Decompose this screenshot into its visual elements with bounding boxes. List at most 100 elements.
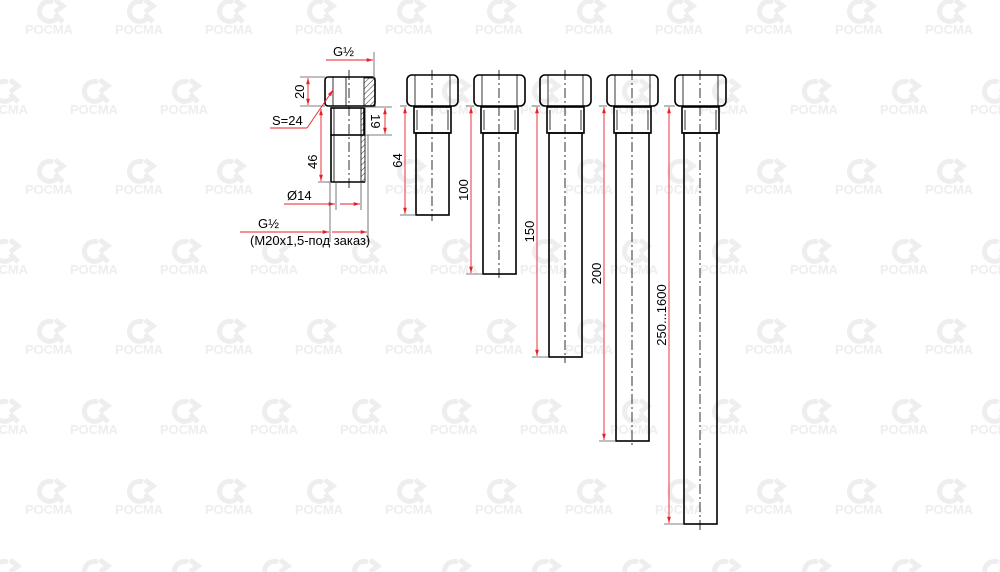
watermark-text: РОСМА	[25, 22, 74, 37]
tube-body	[683, 132, 718, 525]
watermark: РОСМА	[25, 158, 74, 197]
watermark: РОСМА	[0, 78, 29, 117]
union-nut	[539, 74, 592, 107]
watermark: РОСМА	[970, 238, 1000, 277]
watermark: РОСМА	[835, 158, 884, 197]
tube-length-label: 200	[589, 263, 604, 285]
union-nut	[406, 74, 459, 107]
watermark: РОСМА	[205, 478, 254, 517]
watermark: РОСМА	[520, 398, 569, 437]
tube-length-label: 150	[522, 221, 537, 243]
watermark-text: РОСМА	[70, 102, 119, 117]
watermark: РОСМА	[430, 398, 479, 437]
watermark: РОСМА	[970, 398, 1000, 437]
watermark: РОСМА	[385, 318, 434, 357]
watermark-text: РОСМА	[340, 262, 389, 277]
watermark-text: РОСМА	[70, 262, 119, 277]
watermark-text: РОСМА	[835, 22, 884, 37]
watermark: РОСМА	[700, 238, 749, 277]
watermark: РОСМА	[205, 318, 254, 357]
watermark: РОСМА	[835, 478, 884, 517]
watermark-text: РОСМА	[205, 182, 254, 197]
watermark-text: РОСМА	[205, 342, 254, 357]
watermark: РОСМА	[205, 158, 254, 197]
watermark: РОСМА	[880, 238, 929, 277]
watermark-text: РОСМА	[0, 102, 29, 117]
watermark: РОСМА	[172, 558, 203, 572]
tube-body	[415, 132, 450, 216]
watermark-text: РОСМА	[745, 182, 794, 197]
tube-length-label: 250...1600	[654, 284, 669, 345]
watermark: РОСМА	[790, 398, 839, 437]
tube-body	[615, 132, 650, 442]
watermark: РОСМА	[610, 398, 659, 437]
watermark-text: РОСМА	[25, 182, 74, 197]
watermark: РОСМА	[565, 318, 614, 357]
watermark: РОСМА	[340, 398, 389, 437]
watermark: РОСМА	[115, 318, 164, 357]
watermark: РОСМА	[925, 318, 974, 357]
watermark: РОСМА	[475, 318, 524, 357]
watermark: РОСМА	[115, 0, 164, 37]
watermark: РОСМА	[655, 478, 704, 517]
tube-length-label: 100	[456, 179, 471, 201]
watermark-text: РОСМА	[520, 102, 569, 117]
watermark: РОСМА	[160, 238, 209, 277]
union-nut	[674, 74, 727, 107]
watermark: РОСМА	[0, 558, 23, 572]
watermark: РОСМА	[745, 478, 794, 517]
watermark-text: РОСМА	[115, 182, 164, 197]
watermark-text: РОСМА	[880, 422, 929, 437]
watermark: РОСМА	[790, 238, 839, 277]
watermark: РОСМА	[745, 0, 794, 37]
watermark-text: РОСМА	[385, 22, 434, 37]
watermark-text: РОСМА	[115, 342, 164, 357]
watermark-text: РОСМА	[790, 422, 839, 437]
watermark: РОСМА	[925, 158, 974, 197]
watermark: РОСМА	[340, 238, 389, 277]
watermark: РОСМА	[385, 478, 434, 517]
watermark: РОСМА	[925, 478, 974, 517]
watermark-text: РОСМА	[520, 262, 569, 277]
watermark: РОСМА	[835, 0, 884, 37]
watermark-text: РОСМА	[295, 342, 344, 357]
collar	[480, 106, 519, 134]
watermark-text: РОСМА	[475, 342, 524, 357]
watermark-text: РОСМА	[115, 22, 164, 37]
watermark-text: РОСМА	[475, 502, 524, 517]
watermark-text: РОСМА	[835, 182, 884, 197]
wrench-size-label: S=24	[272, 113, 303, 128]
watermark-text: РОСМА	[790, 262, 839, 277]
watermark-text: РОСМА	[700, 262, 749, 277]
watermark-text: РОСМА	[655, 502, 704, 517]
watermark-text: РОСМА	[925, 342, 974, 357]
bottom-thread-label: G½	[258, 216, 279, 231]
tube-variant: 64	[390, 70, 459, 221]
tube-variant: 150	[522, 70, 592, 363]
top-thread-label: G½	[333, 44, 354, 59]
tube-length-label: 64	[390, 153, 405, 167]
watermark-text: РОСМА	[925, 22, 974, 37]
watermark: РОСМА	[745, 318, 794, 357]
watermark-text: РОСМА	[295, 22, 344, 37]
watermark-text: РОСМА	[160, 422, 209, 437]
watermark-text: РОСМА	[160, 262, 209, 277]
watermark: РОСМА	[442, 558, 473, 572]
fitting-section-view: G½ 20 S=24 19 46 Ø14 G½ (M20x1,5-под зак…	[240, 44, 392, 248]
watermark-text: РОСМА	[790, 102, 839, 117]
watermark: РОСМА	[25, 0, 74, 37]
watermark: РОСМА	[802, 558, 833, 572]
watermark-text: РОСМА	[610, 262, 659, 277]
watermark-text: РОСМА	[70, 422, 119, 437]
watermark: РОСМА	[430, 238, 479, 277]
watermark-text: РОСМА	[925, 182, 974, 197]
watermark: РОСМА	[835, 318, 884, 357]
watermark: РОСМА	[385, 0, 434, 37]
watermark: РОСМА	[655, 158, 704, 197]
watermark-text: РОСМА	[295, 502, 344, 517]
watermark: РОСМА	[70, 78, 119, 117]
watermark-text: РОСМА	[0, 262, 29, 277]
watermark: РОСМА	[565, 478, 614, 517]
watermark-text: РОСМА	[565, 342, 614, 357]
